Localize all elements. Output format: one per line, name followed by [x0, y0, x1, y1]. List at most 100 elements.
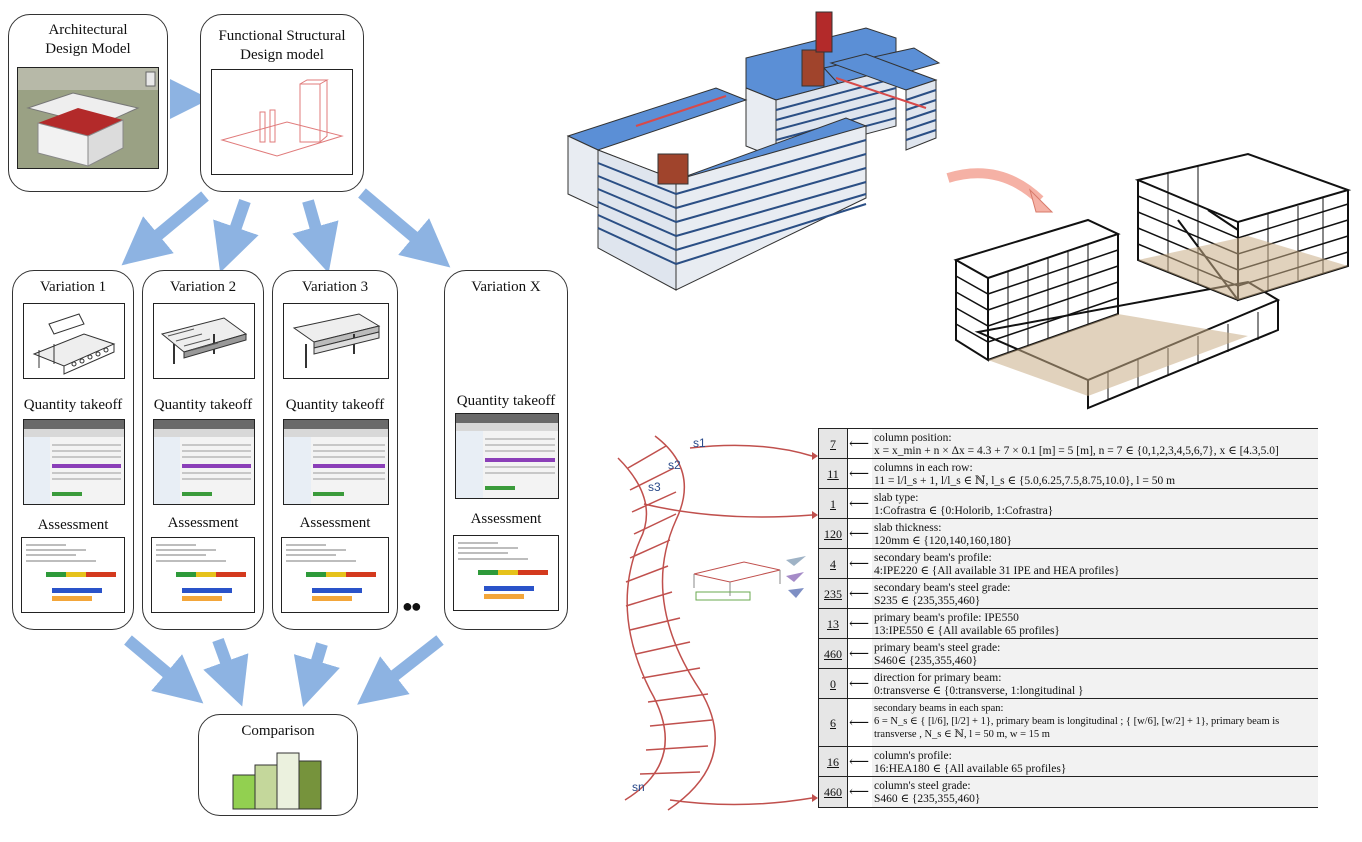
architectural-model-image: [17, 67, 159, 169]
left-arrow-icon: ⟵: [848, 436, 870, 452]
parameter-label: column's profile:: [874, 750, 952, 762]
arrow-v2-to-comparison: [203, 637, 249, 707]
variation-3-box: Variation 3 Quantity takeoff Assessment: [272, 270, 398, 630]
parameter-row: 0 ⟵ direction for primary beam:0:transve…: [818, 668, 1318, 699]
left-arrow-icon: ⟵: [848, 466, 870, 482]
parameter-row: 7 ⟵ column position:x = x_min + n × Δx =…: [818, 428, 1318, 459]
parameter-label: direction for primary beam:: [874, 672, 1002, 684]
variation-x-assessment-label: Assessment: [470, 511, 542, 527]
variation-1-box: Variation 1 Quantity takeoff Assessment: [12, 270, 134, 630]
parameter-value: 6: [818, 699, 848, 747]
comparison-title: Comparison: [241, 723, 315, 739]
floor-plan-thumbnail: [693, 556, 806, 601]
variation-1-assessment-label: Assessment: [37, 517, 109, 533]
left-arrow-icon: ⟵: [848, 586, 870, 602]
parameter-label: secondary beam's steel grade:: [874, 582, 1011, 594]
parameter-formula: 1:Cofrastra ∈ {0:Holorib, 1:Cofrastra}: [874, 505, 1054, 517]
left-arrow-icon: ⟵: [848, 784, 870, 800]
parameter-value: 11: [818, 459, 848, 489]
variation-3-quantity-screen: [283, 419, 389, 505]
structural-model-image: [211, 69, 353, 175]
parameter-formula: 0:transverse ∈ {0:transverse, 1:longitud…: [874, 685, 1084, 697]
arrow-vx-to-comparison: [357, 635, 444, 705]
left-arrow-icon: ⟵: [848, 646, 870, 662]
parameter-row: 1 ⟵ slab type:1:Cofrastra ∈ {0:Holorib, …: [818, 488, 1318, 519]
variation-1-quantity-label: Quantity takeoff: [23, 397, 123, 413]
strip-label-s2: s2: [668, 458, 681, 472]
parameter-formula: S460∈ {235,355,460}: [874, 655, 978, 667]
strip-curves: [617, 435, 818, 811]
parameter-value: 7: [818, 429, 848, 459]
structural-frame-image: [953, 152, 1352, 410]
variation-x-box: Variation X Quantity takeoff Assessment: [444, 270, 568, 630]
variation-1-assessment-report: [21, 537, 125, 613]
parameter-formula: S235 ∈ {235,355,460}: [874, 595, 981, 607]
variation-x-assessment-report: [453, 535, 559, 611]
variation-x-title: Variation X: [471, 279, 541, 295]
arrow-v1-to-comparison: [124, 635, 204, 704]
variation-2-beam-image: [153, 303, 255, 379]
parameter-value: 13: [818, 609, 848, 639]
variation-2-title: Variation 2: [169, 279, 237, 295]
parameter-formula: 120mm ∈ {120,140,160,180}: [874, 535, 1013, 547]
parameter-label: secondary beam's profile:: [874, 552, 992, 564]
parameter-formula: x = x_min + n × Δx = 4.3 + 7 × 0.1 [m] =…: [874, 445, 1279, 457]
parameter-row: 235 ⟵ secondary beam's steel grade:S235 …: [818, 578, 1318, 609]
variation-3-assessment-label: Assessment: [299, 515, 371, 531]
parameter-label: column's steel grade:: [874, 780, 971, 792]
variation-3-quantity-label: Quantity takeoff: [285, 397, 385, 413]
parameter-row: 460 ⟵ column's steel grade:S460 ∈ {235,3…: [818, 776, 1318, 808]
left-arrow-icon: ⟵: [848, 715, 870, 731]
variation-2-quantity-screen: [153, 419, 255, 505]
arrow-to-variation-2: [213, 199, 259, 273]
variation-3-assessment-report: [281, 537, 389, 613]
parameter-label: primary beam's steel grade:: [874, 642, 1001, 654]
parameter-value: 460: [818, 777, 848, 807]
parameter-value: 460: [818, 639, 848, 669]
parameter-row: 11 ⟵ columns in each row:11 = l/l_s + 1,…: [818, 458, 1318, 489]
parameter-formula: 11 = l/l_s + 1, l/l_s ∈ ℕ, l_s ∈ {5.0,6.…: [874, 475, 1176, 487]
variation-2-assessment-label: Assessment: [167, 515, 239, 531]
parameter-label: slab thickness:: [874, 522, 942, 534]
parameter-value: 235: [818, 579, 848, 609]
parameter-label: column position:: [874, 432, 952, 444]
variation-2-quantity-label: Quantity takeoff: [153, 397, 253, 413]
parameter-value: 1: [818, 489, 848, 519]
variation-1-beam-image: [23, 303, 125, 379]
ellipsis-dots: ●●: [402, 596, 422, 616]
arrow-to-variation-x: [358, 188, 451, 268]
comparison-bar-icon: [232, 752, 322, 810]
parameter-value: 120: [818, 519, 848, 549]
building-model-image: [566, 11, 941, 291]
strip-label-s1: s1: [693, 436, 706, 450]
left-arrow-icon: ⟵: [848, 496, 870, 512]
transition-arrow: [946, 168, 1054, 213]
parameter-row: 16 ⟵ column's profile:16:HEA180 ∈ {All a…: [818, 746, 1318, 777]
variation-x-quantity-screen: [455, 413, 559, 499]
strip-label-s3: s3: [648, 480, 661, 494]
variation-3-title: Variation 3: [301, 279, 369, 295]
strip-label-sn: sn: [632, 780, 645, 794]
parameter-label: secondary beams in each span:: [874, 703, 1004, 714]
architectural-model-title: Architectural Design Model: [45, 22, 131, 57]
left-arrow-icon: ⟵: [848, 754, 870, 770]
variation-1-quantity-screen: [23, 419, 125, 505]
variation-2-assessment-report: [151, 537, 255, 613]
architectural-model-box: Architectural Design Model: [8, 14, 168, 192]
parameter-row: 460 ⟵ primary beam's steel grade:S460∈ {…: [818, 638, 1318, 669]
left-arrow-icon: ⟵: [848, 676, 870, 692]
parameter-label: primary beam's profile: IPE550: [874, 612, 1019, 624]
parameter-value: 4: [818, 549, 848, 579]
comparison-bar-4: [298, 760, 322, 810]
parameter-formula: 16:HEA180 ∈ {All available 65 profiles}: [874, 763, 1067, 775]
structural-model-box: Functional Structural Design model: [200, 14, 364, 192]
variation-2-box: Variation 2 Quantity takeoff Assessment: [142, 270, 264, 630]
arrow-v3-to-comparison: [293, 642, 340, 707]
parameter-formula: 4:IPE220 ∈ {All available 31 IPE and HEA…: [874, 565, 1120, 577]
left-arrow-icon: ⟵: [848, 526, 870, 542]
comparison-box: Comparison: [198, 714, 358, 816]
structural-model-title: Functional Structural Design model: [218, 28, 346, 63]
left-arrow-icon: ⟵: [848, 616, 870, 632]
